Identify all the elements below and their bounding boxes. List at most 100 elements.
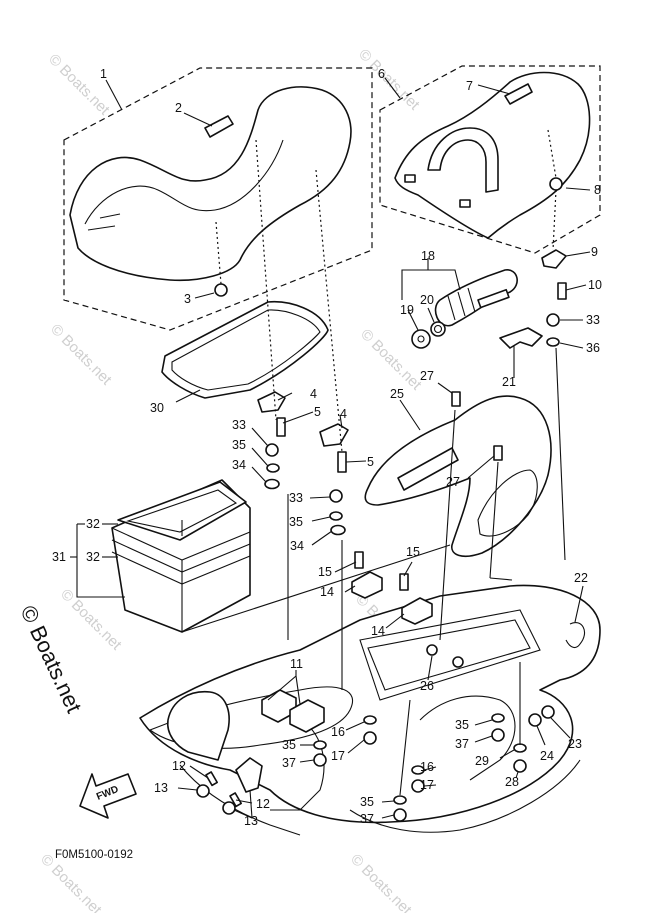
callout-5: 5 [367,455,374,469]
callout-35: 35 [360,795,374,809]
watermark: © Boats.net [45,51,113,119]
callout-24: 24 [540,749,554,763]
callout-31: 31 [52,550,66,564]
callout-1: 1 [100,67,107,81]
bolt-12 [229,792,242,808]
washer-34 [330,524,346,536]
callout-20: 20 [420,293,434,307]
seal-gasket-30 [161,300,329,399]
callout-8: 8 [594,183,601,197]
callout-32: 32 [86,550,100,564]
callout-33: 33 [586,313,600,327]
bolt-26 [426,644,438,656]
rear-seat-assembly-box [379,65,601,254]
nut-24 [528,713,542,727]
callout-4: 4 [310,387,317,401]
nut-37 [393,808,407,822]
bolt-15 [354,551,364,569]
washer-35 [329,511,343,521]
hose-18 [434,269,518,327]
bolt-26 [452,656,464,668]
nut-3 [214,283,228,297]
callout-14: 14 [371,624,385,638]
front-seat [69,86,352,282]
hook-4 [257,391,286,413]
hose-bracket [477,288,510,309]
bolt-5 [337,451,347,473]
callout-35: 35 [232,438,246,452]
callout-37: 37 [455,737,469,751]
callout-26: 26 [420,679,434,693]
callout-11: 11 [290,657,303,671]
callout-17: 17 [420,778,434,792]
callout-6: 6 [378,67,385,81]
fwd-arrow-icon: FWD [79,773,137,819]
callout-22: 22 [574,571,588,585]
nut-8 [549,177,563,191]
callout-7: 7 [466,79,473,93]
callout-16: 16 [331,725,345,739]
bracket-12 [235,757,263,793]
callout-14: 14 [320,585,334,599]
hose-clamp-22 [565,622,585,649]
bolt-5 [276,417,286,437]
bracket-21 [499,327,543,349]
callout-10: 10 [588,278,602,292]
cover-slot [397,447,459,491]
callout-5: 5 [314,405,321,419]
callout-33: 33 [232,418,246,432]
callout-23: 23 [568,737,582,751]
callout-34: 34 [232,458,246,472]
callout-15: 15 [318,565,332,579]
callout-34: 34 [290,539,304,553]
bolt-15 [399,573,409,591]
washer-34 [264,478,280,490]
cover-25 [364,395,552,557]
callouts: 1 2 3 4 4 5 5 6 7 8 9 10 11 12 12 13 13 … [52,67,602,828]
bracket-14 [401,597,433,625]
nut-37 [313,753,327,767]
rear-seat [394,71,591,239]
washer-35 [266,463,280,473]
callout-27: 27 [420,369,434,383]
leader-lines [70,77,591,819]
nut-13 [222,801,236,815]
washer-36 [546,337,560,347]
nut-33 [546,313,560,327]
rear-seat-hook [404,174,416,183]
hook-4 [319,423,349,447]
nut-37 [491,728,505,742]
callout-37: 37 [282,756,296,770]
callout-12: 12 [172,759,186,773]
callout-33: 33 [289,491,303,505]
nut-28 [513,759,527,773]
callout-18: 18 [421,249,435,263]
front-housing [166,691,230,761]
callout-2: 2 [175,101,182,115]
callout-12: 12 [256,797,270,811]
callout-4: 4 [340,407,347,421]
washer-29 [513,743,527,753]
bracket-14 [351,571,383,599]
washer-19 [411,329,431,349]
bolt-27 [493,445,503,461]
guide-lines [181,129,566,796]
side-watermark: © Boats.net [15,602,86,717]
callout-3: 3 [184,292,191,306]
nut-17 [363,731,377,745]
bolt-10 [557,282,567,300]
watermark: © Boats.net [355,46,423,114]
callout-36: 36 [586,341,600,355]
rear-seat-handle [504,83,533,105]
bolt-27 [451,391,461,407]
callout-13: 13 [154,781,168,795]
callout-35: 35 [282,738,296,752]
callout-13: 13 [244,814,258,828]
o-ring-20 [430,321,446,337]
mount-11 [289,699,325,733]
callout-27: 27 [446,475,460,489]
callout-28: 28 [505,775,519,789]
callout-16: 16 [420,760,434,774]
